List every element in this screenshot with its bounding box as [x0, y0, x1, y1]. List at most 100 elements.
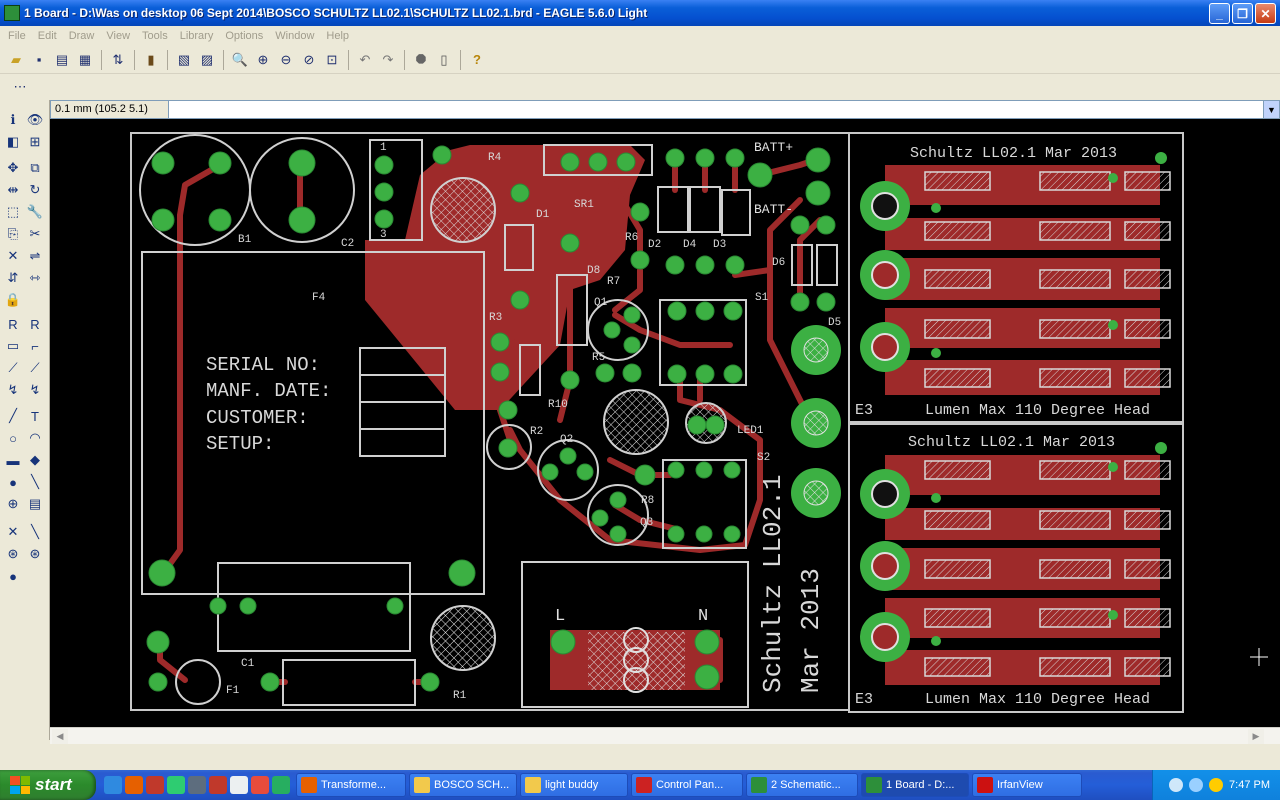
menu-edit[interactable]: Edit — [37, 30, 57, 42]
value-icon[interactable]: R — [30, 316, 40, 332]
info-icon[interactable]: ℹ — [10, 112, 16, 127]
menu-draw[interactable]: Draw — [68, 30, 95, 42]
delete-icon[interactable]: ✂ — [29, 226, 41, 241]
command-input[interactable] — [169, 101, 1263, 118]
rotate-icon[interactable]: ↻ — [29, 182, 41, 197]
start-button[interactable]: start — [0, 770, 96, 800]
signal-icon[interactable]: ╲ — [31, 474, 39, 489]
menu-library[interactable]: Library — [179, 30, 214, 42]
grid-icon[interactable]: ⋯ — [13, 79, 27, 94]
print-icon[interactable]: ▤ — [55, 51, 69, 67]
copy-icon[interactable]: ⧉ — [30, 160, 40, 175]
polygon-icon[interactable]: ◆ — [30, 452, 40, 467]
task-firefox[interactable]: Transforme... — [296, 773, 406, 797]
task-light-buddy[interactable]: light buddy — [520, 773, 628, 797]
cam-processor-icon[interactable]: ▦ — [78, 51, 92, 67]
mirror-icon[interactable]: ⇹ — [7, 182, 19, 197]
close-button[interactable]: ✕ — [1255, 3, 1276, 24]
name-icon[interactable]: R — [8, 316, 18, 332]
mark-icon[interactable]: ⊞ — [29, 134, 41, 149]
tray-app-icon[interactable] — [1209, 778, 1224, 792]
show-icon[interactable]: 👁 — [26, 112, 44, 127]
optimize-icon[interactable]: ⟋ — [30, 360, 40, 375]
replace-icon[interactable]: ⇵ — [7, 270, 19, 285]
padlock-icon[interactable]: 🔒 — [4, 292, 22, 307]
task-schematic[interactable]: 2 Schematic... — [746, 773, 858, 797]
group-icon[interactable]: ⬚ — [6, 204, 20, 219]
app-icon-b[interactable] — [209, 776, 227, 794]
change-icon[interactable]: 🔧 — [26, 204, 44, 219]
split-icon[interactable]: ⟋ — [8, 360, 18, 375]
menu-window[interactable]: Window — [275, 30, 315, 42]
rect-icon[interactable]: ▬ — [6, 452, 20, 468]
paste-icon[interactable]: ⎘ — [7, 226, 19, 241]
stop-icon[interactable]: ⯃ — [415, 51, 427, 67]
firefox-icon[interactable] — [125, 776, 143, 794]
task-board[interactable]: 1 Board - D:... — [861, 773, 969, 797]
redo-icon[interactable]: ↷ — [382, 51, 394, 67]
scroll-left-icon[interactable]: ◀ — [52, 729, 68, 744]
add-icon[interactable]: ✕ — [7, 248, 19, 263]
undo-icon[interactable]: ↶ — [359, 51, 371, 67]
script-icon[interactable]: ⇅ — [112, 51, 124, 67]
scroll-right-icon[interactable]: ▶ — [1248, 729, 1264, 744]
app-icon-c[interactable] — [230, 776, 248, 794]
schematic-icon[interactable]: ▧ — [177, 51, 191, 67]
via-icon[interactable]: ● — [9, 474, 17, 490]
gallery-icon[interactable] — [146, 776, 164, 794]
drc-icon[interactable]: ⊛ — [29, 546, 41, 561]
display-layers-icon[interactable]: ◧ — [6, 134, 20, 149]
attribute-icon[interactable]: ▤ — [28, 496, 42, 511]
hole-icon[interactable]: ⊕ — [7, 496, 19, 511]
save-icon[interactable]: ▪ — [36, 52, 42, 67]
erc-icon[interactable]: ⊛ — [7, 546, 19, 561]
task-control-panel[interactable]: Control Pan... — [631, 773, 743, 797]
circle-icon[interactable]: ○ — [9, 430, 17, 446]
zoom-in-icon[interactable]: ⊕ — [257, 51, 269, 67]
use-library-icon[interactable]: ▮ — [147, 51, 155, 67]
task-bosco-folder[interactable]: BOSCO SCH... — [409, 773, 517, 797]
open-folder-icon[interactable]: ▰ — [11, 51, 21, 67]
miter-icon[interactable]: ⌐ — [31, 338, 39, 354]
app-icon-d[interactable] — [251, 776, 269, 794]
task-irfanview[interactable]: IrfanView — [972, 773, 1082, 797]
help-icon[interactable]: ? — [473, 52, 481, 67]
zoom-out-icon[interactable]: ⊖ — [280, 51, 292, 67]
zoom-fit-icon[interactable]: 🔍 — [231, 51, 249, 67]
go-icon[interactable]: ▯ — [440, 51, 448, 67]
ie-icon[interactable] — [104, 776, 122, 794]
move-icon[interactable]: ✥ — [7, 160, 19, 175]
horizontal-scrollbar[interactable]: ◀ ▶ — [50, 727, 1280, 744]
zoom-select-icon[interactable]: ⊡ — [326, 51, 338, 67]
lock-icon[interactable]: ⇿ — [29, 270, 41, 285]
tray-arrow-icon[interactable] — [1169, 778, 1184, 792]
wire-icon[interactable]: ╱ — [9, 408, 17, 423]
errors-icon[interactable]: ● — [9, 568, 17, 584]
pads — [146, 145, 836, 692]
menu-file[interactable]: File — [8, 30, 26, 42]
ratsnest-icon[interactable]: ✕ — [7, 524, 19, 539]
arc-icon[interactable]: ◠ — [29, 430, 41, 445]
tray-network-icon[interactable] — [1189, 778, 1204, 792]
smash-icon[interactable]: ▭ — [6, 338, 20, 353]
media-icon[interactable] — [188, 776, 206, 794]
app-icon-a[interactable] — [167, 776, 185, 794]
minimize-button[interactable]: _ — [1209, 3, 1230, 24]
network-icon[interactable] — [272, 776, 290, 794]
board-switch-icon[interactable]: ▨ — [200, 51, 214, 67]
maximize-button[interactable]: ❐ — [1232, 3, 1253, 24]
pinswap-icon[interactable]: ⇌ — [29, 248, 41, 263]
text-icon[interactable]: T — [31, 408, 39, 424]
ripup-icon[interactable]: ↯ — [29, 382, 41, 397]
route-icon[interactable]: ↯ — [7, 382, 19, 397]
auto-icon[interactable]: ╲ — [31, 524, 39, 539]
clock: 7:47 PM — [1229, 779, 1270, 791]
menu-tools[interactable]: Tools — [142, 30, 168, 42]
board-canvas[interactable]: SERIAL NO: MANF. DATE: CUSTOMER: SETUP: … — [50, 119, 1280, 727]
menu-options[interactable]: Options — [225, 30, 264, 42]
command-history-dropdown[interactable]: ▼ — [1263, 101, 1279, 118]
redraw-icon[interactable]: ⊘ — [303, 51, 315, 67]
svg-text:B1: B1 — [238, 234, 252, 246]
menu-help[interactable]: Help — [326, 30, 350, 42]
menu-view[interactable]: View — [106, 30, 131, 42]
